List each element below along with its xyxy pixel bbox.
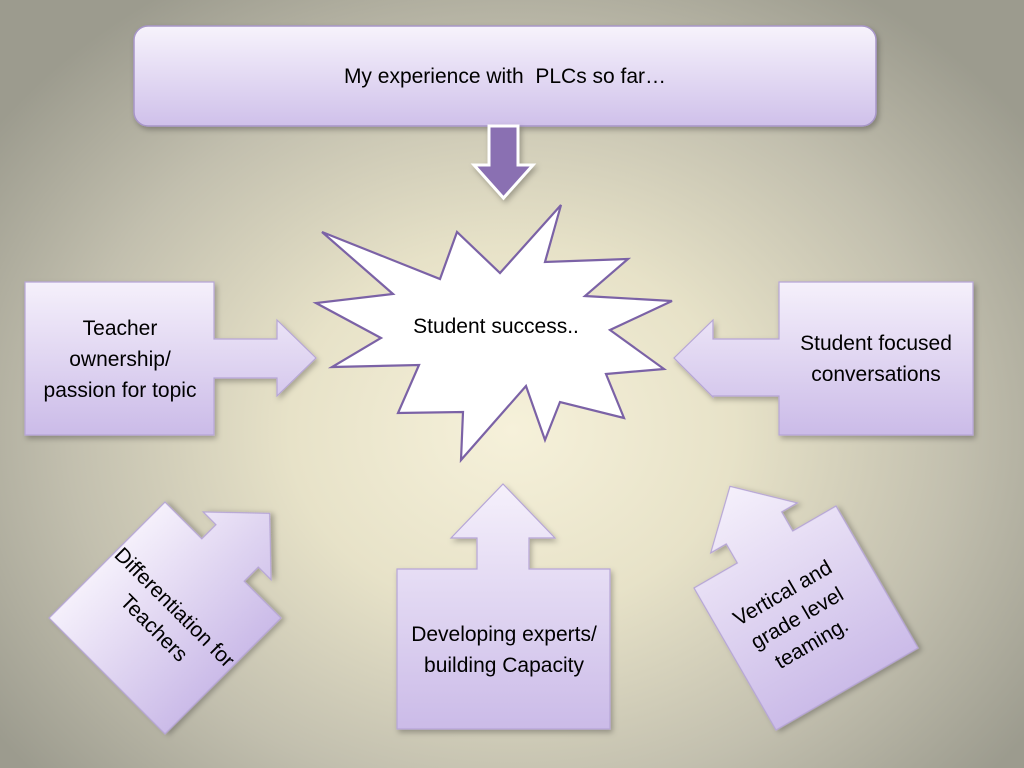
developing-experts-text: Developing experts/ building Capacity — [411, 623, 597, 677]
student-focused-text: Student focused conversations — [800, 332, 952, 386]
center-text: Student success.. — [413, 314, 579, 338]
developing-experts-callout — [396, 483, 611, 730]
title-text: My experience with PLCs so far… — [343, 64, 667, 88]
down-arrow-icon — [470, 124, 537, 201]
differentiation-callout — [48, 501, 282, 735]
teacher-ownership-callout — [24, 281, 317, 436]
teacher-ownership-text: Teacher ownership/ passion for topic — [43, 316, 197, 402]
vertical-teaming-callout — [693, 485, 919, 731]
explosion-burst-icon — [312, 204, 673, 464]
student-focused-callout — [673, 281, 974, 436]
